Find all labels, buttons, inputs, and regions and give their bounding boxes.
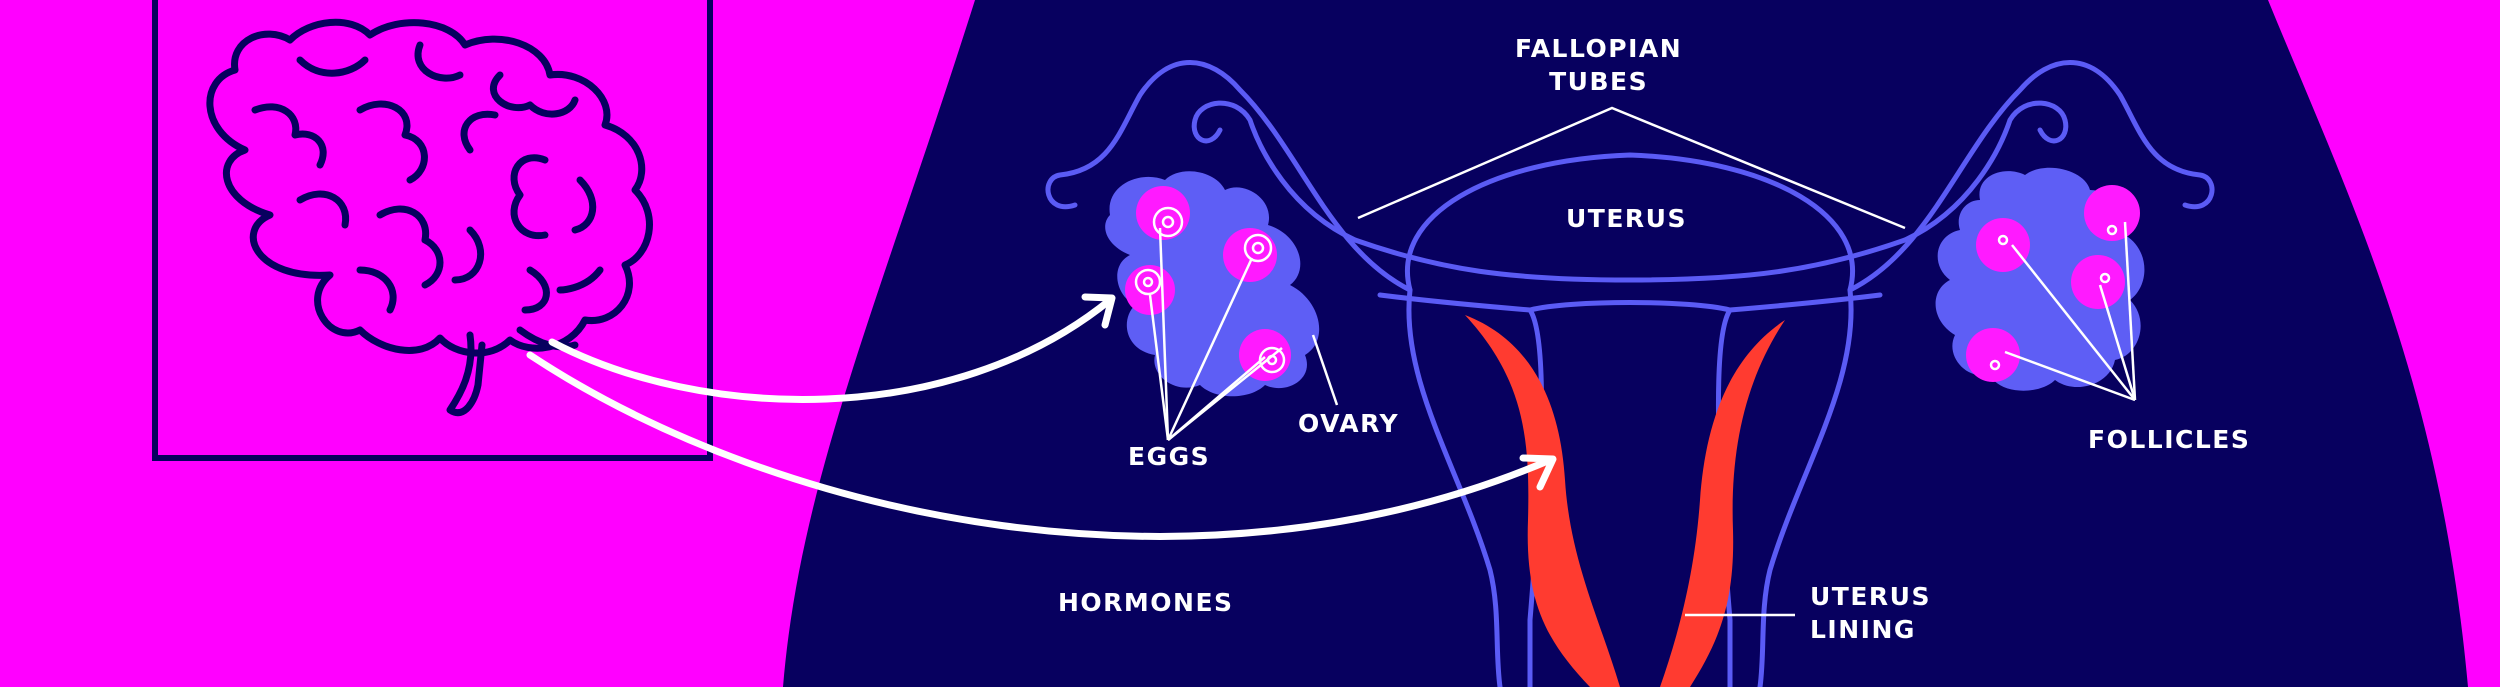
uterus-lining-left: [1465, 315, 1620, 687]
leader-lines: [1148, 106, 2137, 617]
brain-icon: [206, 18, 653, 416]
follicles-label: FOLLICLES: [2088, 425, 2251, 454]
eggs-label: EGGS: [1128, 442, 1211, 471]
fallopian-tubes-label-line2: TUBES: [1549, 67, 1649, 96]
brain-frame: [152, 0, 713, 461]
follicle-3: [1125, 265, 1175, 315]
uterus-lining-label: UTERUS LINING: [1810, 580, 1931, 646]
hormone-arrows: [526, 293, 1557, 540]
uterus-label: UTERUS: [1566, 204, 1687, 233]
arrow-to-ovary: [548, 296, 1114, 403]
follicle-6: [2084, 185, 2140, 241]
fallopian-tubes-label-line1: FALLOPIAN: [1515, 34, 1683, 63]
uterus-lining-label-line2: LINING: [1810, 615, 1916, 644]
body-silhouette: [783, 0, 2468, 687]
follicle-dots: [1989, 224, 2118, 371]
hormones-label: HORMONES: [1058, 588, 1234, 617]
follicle-1: [1136, 186, 1190, 240]
follicle-8: [1966, 328, 2020, 382]
arrow-to-ovary-head: [1081, 293, 1116, 329]
arrow-to-uterus-head: [1519, 454, 1557, 491]
uterus-lining-label-line1: UTERUS: [1810, 582, 1931, 611]
fallopian-tubes-label: FALLOPIAN TUBES: [1515, 32, 1682, 98]
uterus-outline: [1045, 60, 2215, 687]
ovary-label: OVARY: [1298, 409, 1400, 438]
follicle-2: [1223, 228, 1277, 282]
uterus-lining-right: [1660, 320, 1785, 687]
arrow-to-uterus: [526, 351, 1554, 540]
follicle-7: [2071, 255, 2125, 309]
